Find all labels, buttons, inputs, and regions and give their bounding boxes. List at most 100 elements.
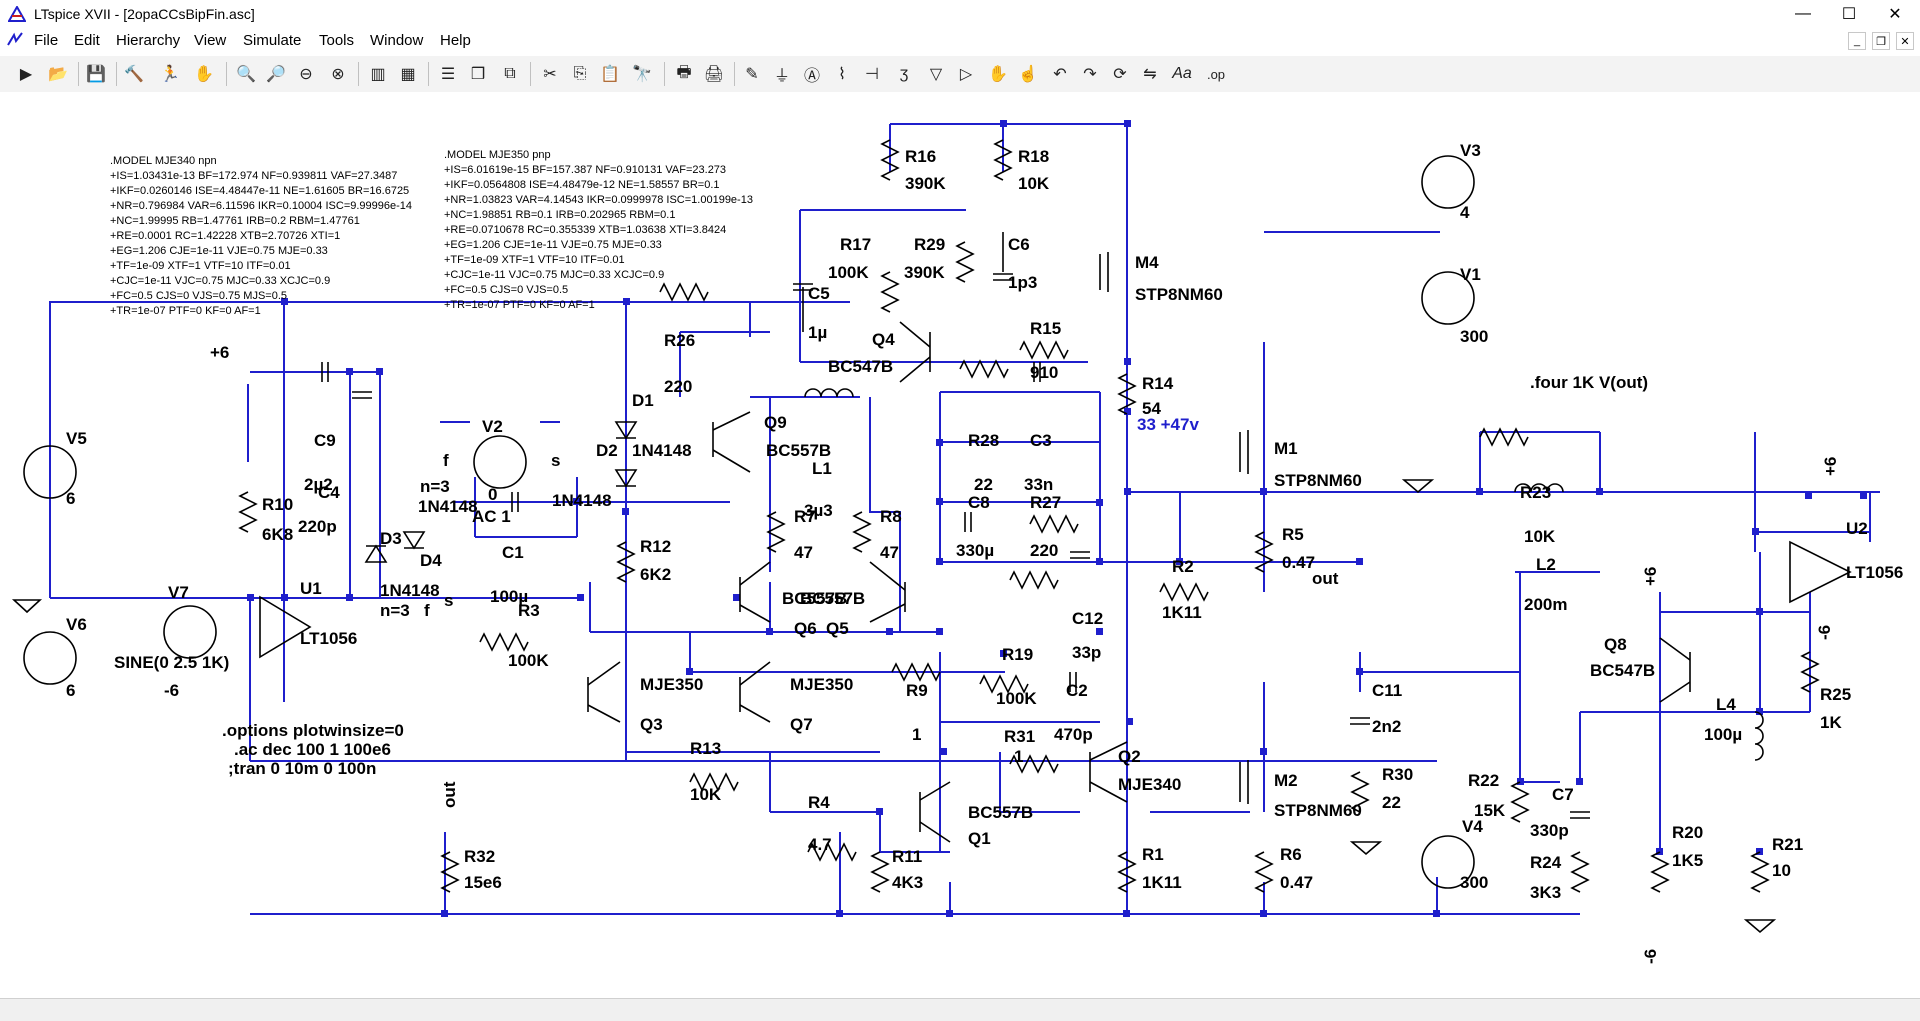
move-hand-icon[interactable]: ✋ — [988, 66, 1008, 83]
redo-icon[interactable]: ↷ — [1083, 66, 1097, 83]
pan-hand-icon[interactable]: ✋ — [194, 66, 214, 83]
menu-help[interactable]: Help — [440, 32, 471, 49]
autorange-icon[interactable]: ▥ — [370, 66, 386, 83]
schematic-canvas[interactable]: .MODEL MJE340 npn +IS=1.03431e-13 BF=172… — [0, 92, 1920, 998]
grid-icon[interactable]: ▦ — [400, 66, 416, 83]
label-pos6-u2: +6 — [1821, 457, 1840, 476]
run-icon[interactable]: ▶ — [19, 66, 33, 83]
ltspice-app-icon — [8, 6, 26, 22]
maximize-button[interactable]: ☐ — [1841, 6, 1857, 23]
capacitor-icon[interactable]: ⊣ — [865, 66, 879, 83]
val-r8: 47 — [880, 543, 899, 562]
menu-hierarchy[interactable]: Hierarchy — [116, 32, 181, 49]
val-q6: BC557B — [782, 589, 847, 608]
close-button[interactable]: ✕ — [1888, 6, 1902, 23]
resistor-icon[interactable]: ⌇ — [838, 66, 846, 83]
ref-q4: Q4 — [872, 330, 895, 349]
component-icon[interactable]: ▷ — [959, 66, 973, 83]
zoom-out-icon[interactable]: ⊖ — [299, 66, 313, 83]
mdi-restore-button[interactable]: ❐ — [1872, 32, 1890, 50]
val-c7: 330p — [1530, 821, 1569, 840]
val-d1: 1N4148 — [632, 441, 692, 460]
zoom-in-icon[interactable]: 🔍 — [236, 66, 256, 83]
mdi-minimize-button[interactable]: _ — [1848, 32, 1866, 50]
val-r9: 1 — [912, 725, 921, 744]
cascade-icon[interactable]: ❒ — [470, 66, 486, 83]
net-label-f-mid: f — [424, 601, 430, 620]
ref-c5: C5 — [808, 284, 830, 303]
val-c4: 220p — [298, 517, 337, 536]
ground-icon[interactable]: ⏚ — [773, 68, 790, 85]
menu-window[interactable]: Window — [370, 32, 424, 49]
zoom-full-icon[interactable]: 🔎 — [266, 66, 286, 83]
ref-v6: V6 — [66, 615, 87, 634]
menu-simulate[interactable]: Simulate — [243, 32, 302, 49]
tile-horizontal-icon[interactable]: ☰ — [440, 66, 456, 83]
run-man-icon[interactable]: 🏃 — [160, 66, 180, 83]
ref-q5: Q5 — [826, 619, 849, 638]
val-l2: 200m — [1524, 595, 1567, 614]
val-r19: 100K — [996, 689, 1037, 708]
print-icon[interactable]: 🖨 — [703, 66, 725, 83]
val-r17: 100K — [828, 263, 869, 282]
ref-q9: Q9 — [764, 413, 787, 432]
control-panel-icon[interactable]: 🔨 — [124, 66, 144, 83]
rotate-icon[interactable]: ⟳ — [1113, 66, 1127, 83]
ref-c1: C1 — [502, 543, 524, 562]
schematic-doc-icon — [7, 32, 23, 46]
find-icon[interactable]: 🔭 — [632, 66, 652, 83]
npn-model-text: .MODEL MJE340 npn +IS=1.03431e-13 BF=172… — [110, 155, 415, 317]
ref-c6: C6 — [1008, 235, 1030, 254]
ref-m4: M4 — [1135, 253, 1159, 272]
draw-wire-icon[interactable]: ✎ — [745, 66, 759, 83]
text-font-icon[interactable]: Aa — [1172, 65, 1192, 82]
ref-r22: R22 — [1468, 771, 1499, 790]
mirror-icon[interactable]: ⇋ — [1143, 66, 1157, 83]
ref-v5: V5 — [66, 429, 87, 448]
menu-edit[interactable]: Edit — [74, 32, 100, 49]
copy-icon[interactable]: ⎘ — [573, 65, 587, 82]
val-r15: 910 — [1030, 363, 1058, 382]
menu-file[interactable]: File — [34, 32, 59, 49]
val-u1: LT1056 — [300, 629, 357, 648]
ref-c7: C7 — [1552, 785, 1574, 804]
zoom-fit-icon[interactable]: ⊗ — [331, 66, 345, 83]
val-q8: BC547B — [1590, 661, 1655, 680]
val-c9: 2µ2 — [304, 475, 333, 494]
val-c6: 1p3 — [1008, 273, 1037, 292]
ref-r18: R18 — [1018, 147, 1049, 166]
menu-bar: File Edit Hierarchy View Simulate Tools … — [0, 28, 1920, 52]
val-r21: 10 — [1772, 861, 1791, 880]
val-c12: 33p — [1072, 643, 1101, 662]
inductor-icon[interactable]: ʒ — [899, 65, 909, 82]
mdi-close-button[interactable]: ✕ — [1896, 32, 1914, 50]
val-v7: SINE(0 2.5 1K) — [114, 653, 229, 672]
val-c2: 470p — [1054, 725, 1093, 744]
menu-tools[interactable]: Tools — [319, 32, 355, 49]
val-q4: BC547B — [828, 357, 893, 376]
spice-directive-icon[interactable]: .op — [1206, 66, 1226, 82]
ref-v4: V4 — [1462, 817, 1483, 836]
val-r28: 22 — [974, 475, 993, 494]
save-icon[interactable]: 💾 — [86, 66, 106, 83]
cut-icon[interactable]: ✂ — [543, 66, 557, 83]
print-setup-icon[interactable]: 🖶 — [676, 63, 692, 81]
undo-icon[interactable]: ↶ — [1053, 66, 1067, 83]
paste-icon[interactable]: 📋 — [600, 66, 620, 83]
open-folder-icon[interactable]: 📂 — [48, 66, 68, 83]
menu-view[interactable]: View — [194, 32, 227, 49]
ref-r20: R20 — [1672, 823, 1703, 842]
ref-q6: Q6 — [794, 619, 817, 638]
label-neg6-q8: -6 — [1641, 949, 1660, 964]
label-net-icon[interactable]: Ⓐ — [803, 68, 820, 85]
val-d4: 1N4148 — [418, 497, 478, 516]
ref-r29: R29 — [914, 235, 945, 254]
ref-c9: C9 — [314, 431, 336, 450]
minimize-button[interactable]: — — [1795, 5, 1811, 22]
ref-r8: R8 — [880, 507, 902, 526]
toolbar: ▶ 📂 💾 🔨 🏃 ✋ 🔍 🔎 ⊖ ⊗ ▥ ▦ ☰ ❒ ⧉ ✂ ⎘ 📋 🔭 🖶 … — [0, 56, 1920, 93]
drag-hand-icon[interactable]: ☝ — [1018, 66, 1038, 83]
val-r14: 54 — [1142, 399, 1161, 418]
tile-vertical-icon[interactable]: ⧉ — [504, 65, 516, 82]
diode-icon[interactable]: ▽ — [929, 66, 943, 83]
